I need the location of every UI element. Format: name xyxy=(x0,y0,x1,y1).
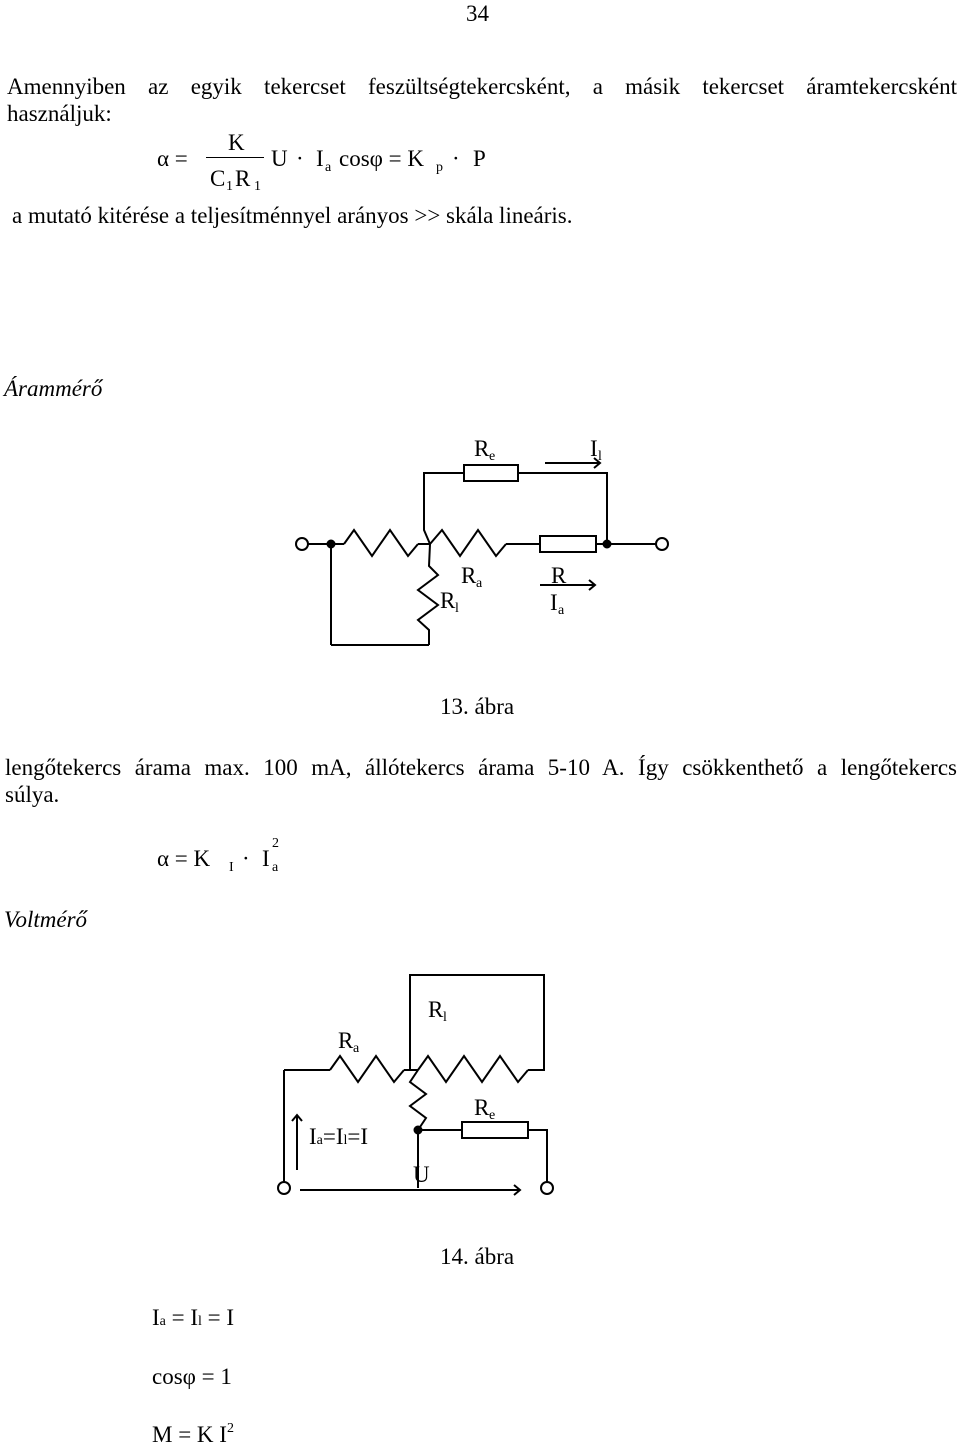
eq1-end: = I xyxy=(201,1305,235,1330)
v-label-ra: R xyxy=(338,1028,354,1053)
v-resistor-rl xyxy=(417,1054,529,1084)
v-label-rl-sub: l xyxy=(443,1010,447,1025)
formula-1-denominator-r-sub: 1 xyxy=(254,179,261,194)
formula-1-p: P xyxy=(473,146,486,171)
formula-1-numerator: K xyxy=(228,130,245,155)
voltmeter-heading: Voltmérő xyxy=(4,907,88,932)
formula-1-dot: · xyxy=(296,146,304,171)
formula-2-i-sub: a xyxy=(272,860,279,875)
paragraph-2-line-1: lengőtekercs árama max. 100 mA, állóteke… xyxy=(5,755,957,780)
eq1-mid: = I xyxy=(165,1305,199,1330)
label-re-sub: e xyxy=(489,449,496,464)
equation-currents: Ia = Il = I xyxy=(152,1305,234,1331)
figure-14-caption: 14. ábra xyxy=(440,1244,515,1269)
formula-2-dot: · xyxy=(242,846,250,871)
formula-1-cos: cosφ = K xyxy=(339,146,425,171)
v-label-current-l: l xyxy=(343,1133,348,1148)
formula-2-k-sub: I xyxy=(229,860,234,875)
eq3-main: M = K I xyxy=(152,1422,227,1447)
v-resistor-ra xyxy=(329,1054,405,1084)
equation-torque: M = K I2 xyxy=(152,1421,234,1448)
v-label-current-i: I xyxy=(309,1124,317,1149)
label-ra-sub: a xyxy=(476,576,483,591)
v-label-u: U xyxy=(413,1162,430,1187)
label-ia: I xyxy=(550,590,558,615)
label-il: I xyxy=(590,436,598,461)
figure-13-caption: 13. ábra xyxy=(440,694,515,719)
formula-1-k-sub: p xyxy=(436,160,443,175)
eq1-a: a xyxy=(159,1314,166,1329)
eq1-i: I xyxy=(152,1305,160,1330)
v-label-re-sub: e xyxy=(489,1108,496,1123)
v-label-rl: R xyxy=(428,997,444,1022)
formula-1-u: U xyxy=(271,146,288,171)
label-r: R xyxy=(551,563,567,588)
label-ra: R xyxy=(461,563,477,588)
v-label-current-eq2: =I xyxy=(347,1124,369,1149)
formula-2-alpha: α = K xyxy=(157,846,211,871)
eq1-l: l xyxy=(198,1314,202,1329)
formula-1-i-sub: a xyxy=(325,160,332,175)
v-label-current: Ia=Il=I xyxy=(309,1124,368,1150)
formula-2-i: I xyxy=(262,846,270,871)
v-label-current-eq1: =I xyxy=(322,1124,344,1149)
fraction-bar xyxy=(206,157,264,158)
eq3-sup: 2 xyxy=(226,1421,234,1436)
page-number: 34 xyxy=(466,1,489,26)
ammeter-heading: Árammérő xyxy=(4,376,103,401)
label-ia-sub: a xyxy=(558,603,565,618)
resistor-rl-vertical xyxy=(416,543,440,645)
formula-1-i: I xyxy=(316,146,324,171)
label-il-sub: l xyxy=(598,449,602,464)
intro-line-2: használjuk: xyxy=(7,101,112,126)
resistor-ra xyxy=(429,528,507,558)
formula-1-dot-2: · xyxy=(452,146,460,171)
paragraph-2-line-2: súlya. xyxy=(5,782,60,807)
resistor-rl xyxy=(343,528,419,558)
formula-2-i-sup: 2 xyxy=(272,836,279,851)
label-rl: R xyxy=(440,588,456,613)
v-label-current-a: a xyxy=(316,1133,323,1148)
terminal-right xyxy=(655,537,669,551)
equation-cos: cosφ = 1 xyxy=(152,1364,232,1389)
formula-1-denominator-r: R xyxy=(235,166,251,191)
v-terminal-left xyxy=(277,1181,291,1195)
v-terminal-right xyxy=(540,1181,554,1195)
formula-1-denominator-c-sub: 1 xyxy=(226,179,233,194)
v-resistor-re xyxy=(461,1121,529,1139)
formula-1-denominator-c: C xyxy=(210,166,226,191)
v-label-re: R xyxy=(474,1095,490,1120)
label-re: R xyxy=(474,436,490,461)
label-rl-sub: l xyxy=(455,601,459,616)
v-label-ra-sub: a xyxy=(353,1041,360,1056)
conclusion-text: a mutató kitérése a teljesítménnyel arán… xyxy=(12,203,573,228)
formula-1-alpha: α = xyxy=(157,146,188,171)
intro-line-1: Amennyiben az egyik tekercset feszültség… xyxy=(7,74,957,99)
